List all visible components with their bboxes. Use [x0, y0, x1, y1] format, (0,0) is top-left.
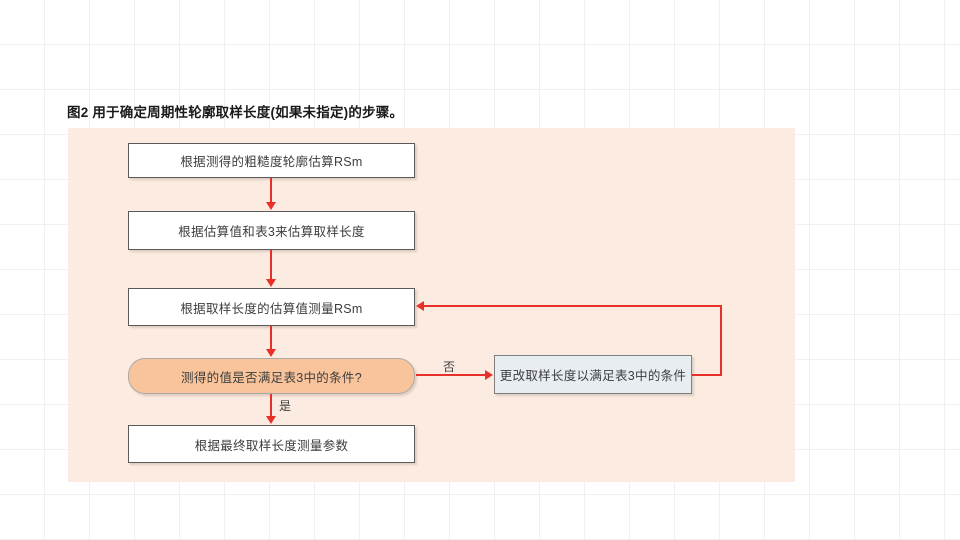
arrowhead-right-icon [485, 370, 493, 380]
flow-node-estimate-length: 根据估算值和表3来估算取样长度 [128, 211, 415, 250]
flow-node-final-measure: 根据最终取样长度测量参数 [128, 425, 415, 463]
branch-label-yes: 是 [279, 399, 292, 413]
figure-caption: 图2 用于确定周期性轮廓取样长度(如果未指定)的步骤。 [67, 105, 404, 120]
connector-loop-segment-up [720, 305, 722, 376]
connector-loop-segment-right [692, 374, 722, 376]
flow-node-change-length: 更改取样长度以满足表3中的条件 [494, 355, 692, 394]
arrowhead-down-icon [266, 202, 276, 210]
arrowhead-down-icon [266, 349, 276, 357]
arrowhead-down-icon [266, 416, 276, 424]
connector-decision-to-change-length [416, 374, 486, 376]
arrowhead-down-icon [266, 279, 276, 287]
flow-node-decision-check: 测得的值是否满足表3中的条件? [128, 358, 415, 394]
arrowhead-left-icon [416, 301, 424, 311]
connector-measure-rsm-to-decision [270, 326, 272, 351]
branch-label-no: 否 [443, 360, 456, 374]
connector-loop-segment-left [424, 305, 722, 307]
connector-estimate-length-to-measure-rsm [270, 250, 272, 281]
flow-node-measure-rsm: 根据取样长度的估算值测量RSm [128, 288, 415, 326]
connector-decision-to-final-measure [270, 394, 272, 418]
connector-estimate-rsm-to-estimate-length [270, 178, 272, 204]
flow-node-estimate-rsm: 根据测得的粗糙度轮廓估算RSm [128, 143, 415, 178]
